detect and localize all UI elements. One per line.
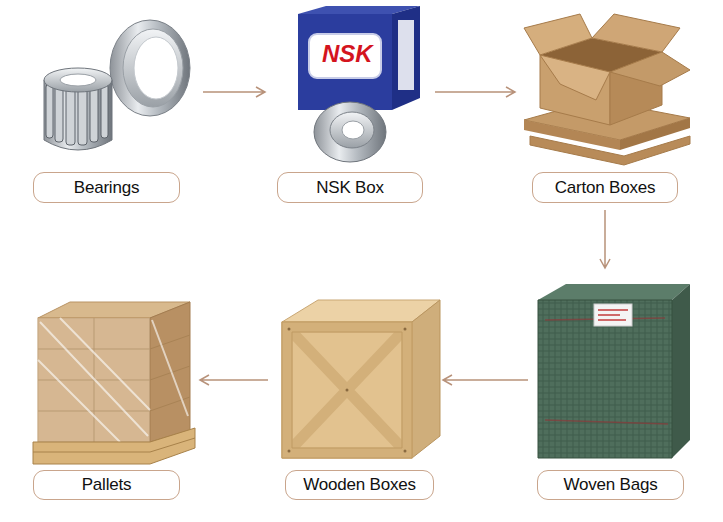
arrow-line — [203, 87, 265, 97]
flow-arrow — [203, 87, 265, 97]
step-label: Bearings — [74, 178, 140, 198]
step-node: Pallets — [25, 280, 200, 506]
label-box: Wooden Boxes — [285, 470, 434, 500]
step-node: Bearings — [18, 10, 203, 210]
step-node: NSK Box — [265, 5, 435, 210]
step-node: Wooden Boxes — [268, 280, 443, 506]
label-box: Pallets — [33, 470, 180, 500]
step-node: Woven Bags — [528, 268, 693, 506]
flow-arrow — [443, 375, 528, 385]
label-box: Woven Bags — [537, 470, 684, 500]
flow-arrow — [435, 87, 515, 97]
step-label: NSK Box — [316, 178, 384, 198]
arrow-line — [200, 375, 268, 385]
step-label: Wooden Boxes — [303, 475, 416, 495]
label-box: NSK Box — [277, 172, 423, 203]
flow-arrow — [600, 210, 610, 268]
step-label: Carton Boxes — [555, 178, 656, 198]
step-label: Woven Bags — [563, 475, 657, 495]
step-node: Carton Boxes — [515, 10, 695, 210]
arrow-line — [435, 87, 515, 97]
step-label: Pallets — [82, 475, 132, 495]
nsk-box-picture — [298, 6, 420, 162]
label-box: Carton Boxes — [532, 172, 678, 203]
woven-bag-picture — [538, 284, 690, 458]
arrow-line — [443, 375, 528, 385]
arrow-line — [600, 210, 610, 268]
label-box: Bearings — [33, 172, 180, 203]
bearing-picture — [44, 20, 190, 150]
wooden-crate-picture — [282, 300, 440, 458]
flow-arrow — [200, 375, 268, 385]
brand-logo: NSK — [322, 40, 373, 68]
pallet-picture — [33, 302, 195, 464]
carton-picture — [524, 14, 690, 165]
